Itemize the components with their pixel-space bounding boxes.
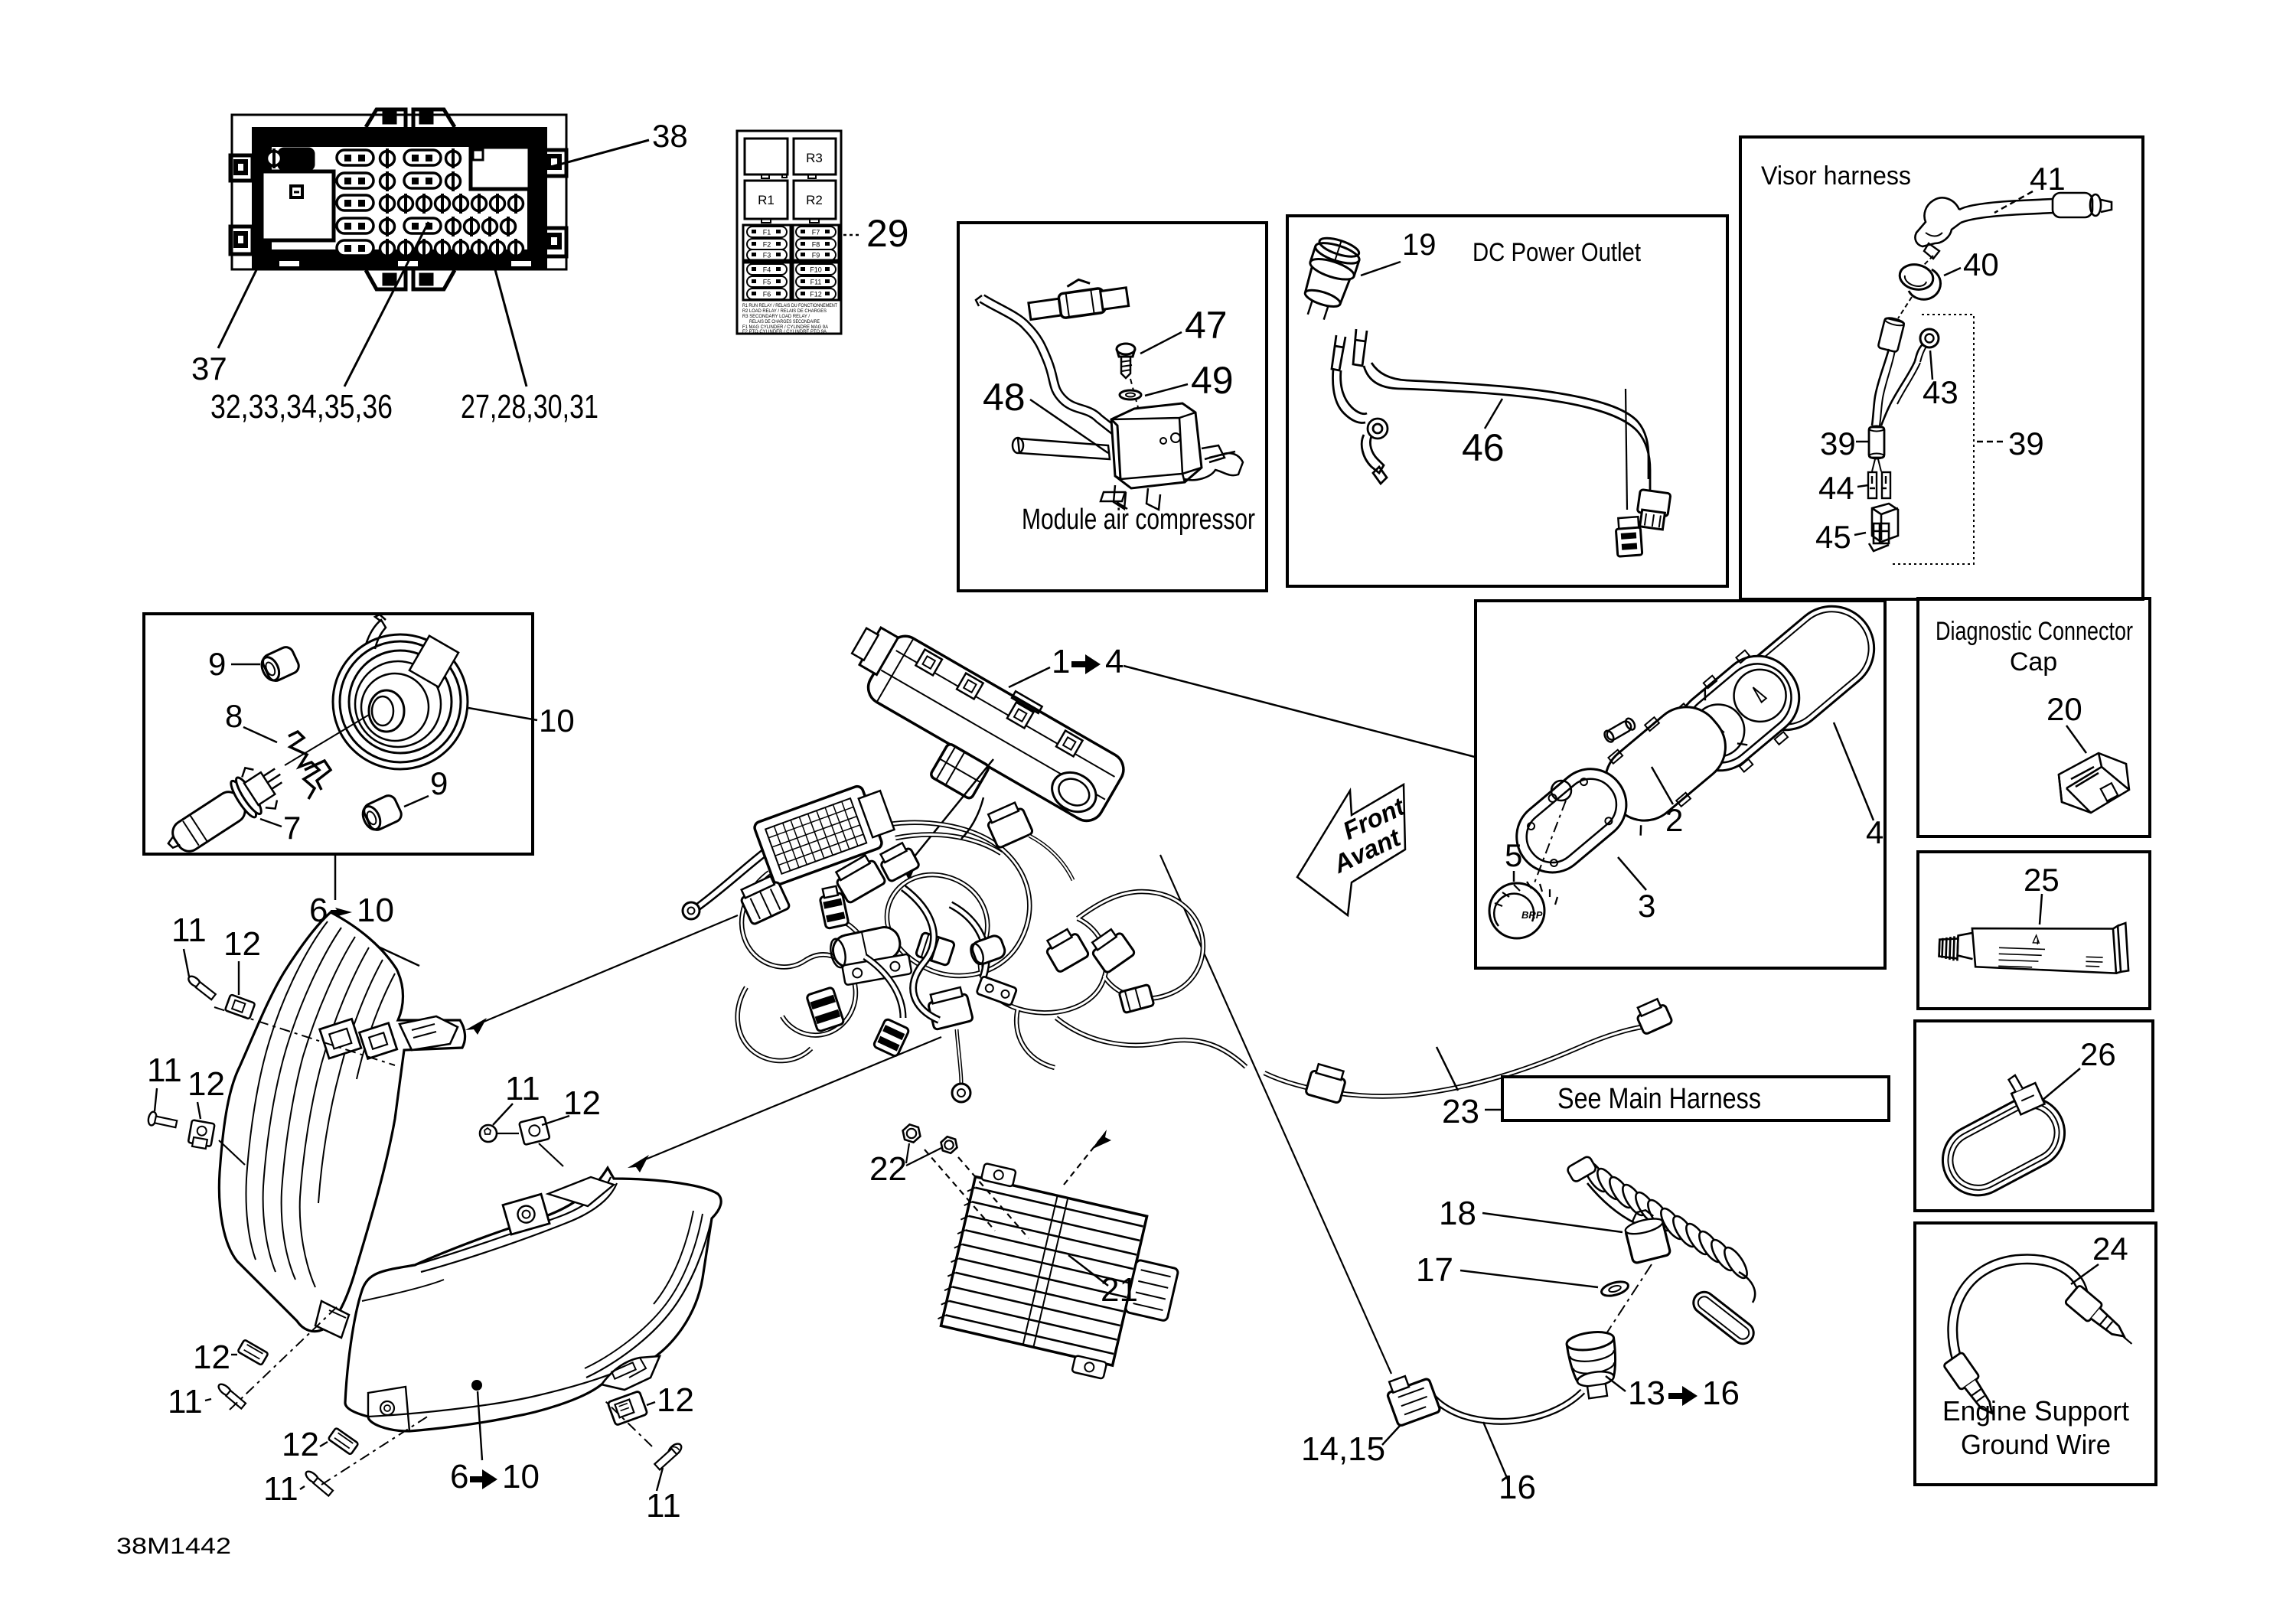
svg-text:1: 1 (1052, 643, 1070, 680)
svg-text:14,15: 14,15 (1301, 1430, 1385, 1468)
svg-text:4: 4 (1105, 643, 1124, 680)
svg-text:39: 39 (2008, 426, 2044, 461)
svg-text:11: 11 (263, 1470, 298, 1508)
svg-text:49: 49 (1191, 359, 1234, 402)
svg-text:R3: R3 (806, 151, 823, 165)
svg-text:47: 47 (1185, 304, 1228, 347)
svg-text:18: 18 (1439, 1195, 1476, 1232)
svg-text:R1 RUN RELAY / RELAIS DU FONC: R1 RUN RELAY / RELAIS DU FONCTIONNEMENT (742, 303, 837, 308)
svg-text:12: 12 (193, 1339, 230, 1376)
svg-text:38M1442: 38M1442 (116, 1534, 231, 1559)
svg-text:5: 5 (1505, 837, 1522, 873)
svg-text:See Main Harness: See Main Harness (1557, 1083, 1761, 1115)
svg-text:41: 41 (2030, 161, 2066, 197)
svg-text:9: 9 (430, 765, 448, 801)
svg-text:F1: F1 (763, 229, 771, 236)
svg-text:Engine Support: Engine Support (1942, 1395, 2129, 1427)
svg-text:29: 29 (866, 212, 909, 255)
svg-text:12: 12 (223, 925, 261, 963)
svg-text:19: 19 (1402, 228, 1437, 262)
svg-text:Visor harness: Visor harness (1761, 161, 1911, 191)
svg-text:23: 23 (1442, 1093, 1479, 1130)
svg-text:32,33,34,35,36: 32,33,34,35,36 (210, 388, 393, 426)
svg-text:12: 12 (563, 1084, 601, 1122)
svg-text:F2 PTO CYLINDER / CYLINDRE PT: F2 PTO CYLINDER / CYLINDRE PTO 9A (742, 329, 827, 334)
svg-text:DC Power Outlet: DC Power Outlet (1473, 238, 1641, 267)
svg-text:7: 7 (283, 810, 301, 846)
svg-text:11: 11 (171, 911, 207, 949)
svg-text:F4: F4 (763, 266, 771, 274)
svg-text:R3 SECONDARY LOAD RELAY /: R3 SECONDARY LOAD RELAY / (742, 314, 810, 319)
svg-text:12: 12 (188, 1065, 225, 1103)
svg-text:43: 43 (1923, 374, 1958, 410)
svg-text:45: 45 (1815, 519, 1851, 555)
svg-text:9: 9 (208, 646, 226, 682)
svg-text:RELAIS DE CHARGES SECONDAIRE: RELAIS DE CHARGES SECONDAIRE (749, 319, 820, 324)
svg-text:8: 8 (225, 698, 243, 734)
svg-text:F1 MAG CYLINDER / CYLINDRE MA: F1 MAG CYLINDER / CYLINDRE MAG 9A (742, 324, 829, 330)
svg-text:10: 10 (357, 892, 394, 929)
svg-text:20: 20 (2047, 691, 2082, 727)
svg-text:3: 3 (1638, 888, 1655, 924)
svg-text:24: 24 (2092, 1231, 2128, 1267)
svg-text:27,28,30,31: 27,28,30,31 (461, 388, 598, 426)
svg-text:44: 44 (1818, 470, 1854, 506)
svg-text:F6: F6 (763, 291, 771, 298)
svg-text:16: 16 (1499, 1469, 1536, 1506)
svg-text:11: 11 (646, 1487, 681, 1525)
svg-text:11: 11 (505, 1070, 540, 1107)
svg-text:6: 6 (450, 1458, 468, 1495)
svg-text:Module air compressor: Module air compressor (1022, 504, 1255, 536)
svg-text:38: 38 (652, 118, 688, 154)
svg-text:F5: F5 (763, 279, 771, 286)
svg-text:F3: F3 (763, 252, 771, 259)
svg-text:F8: F8 (812, 241, 820, 249)
svg-text:Diagnostic Connector: Diagnostic Connector (1936, 617, 2133, 646)
svg-text:F7: F7 (812, 229, 820, 236)
svg-text:BRP: BRP (1521, 909, 1543, 921)
svg-text:10: 10 (502, 1458, 540, 1495)
svg-text:F9: F9 (812, 252, 820, 259)
svg-text:13: 13 (1628, 1375, 1665, 1412)
svg-text:26: 26 (2080, 1036, 2116, 1072)
svg-text:22: 22 (869, 1150, 907, 1188)
svg-text:12: 12 (282, 1426, 319, 1463)
svg-text:Ground Wire: Ground Wire (1961, 1429, 2111, 1460)
svg-text:R2 LOAD RELAY / RELAIS DE CHA: R2 LOAD RELAY / RELAIS DE CHARGES (742, 308, 827, 314)
svg-text:46: 46 (1462, 426, 1505, 469)
svg-text:F10: F10 (810, 266, 822, 274)
svg-text:F11: F11 (810, 279, 822, 286)
svg-text:R2: R2 (806, 193, 823, 207)
svg-text:16: 16 (1702, 1375, 1740, 1412)
svg-text:39: 39 (1820, 426, 1856, 461)
svg-text:11: 11 (147, 1052, 182, 1089)
svg-text:4: 4 (1866, 814, 1883, 850)
svg-text:F2: F2 (763, 241, 771, 249)
svg-text:R1: R1 (758, 193, 775, 207)
svg-text:21: 21 (1101, 1271, 1138, 1309)
svg-text:17: 17 (1416, 1251, 1453, 1289)
svg-text:2: 2 (1665, 802, 1683, 838)
svg-text:11: 11 (168, 1383, 203, 1420)
svg-text:40: 40 (1963, 246, 1999, 282)
svg-text:F12: F12 (810, 291, 822, 298)
svg-text:10: 10 (539, 703, 575, 739)
svg-text:48: 48 (983, 376, 1026, 419)
svg-text:Cap: Cap (2010, 647, 2057, 677)
svg-text:25: 25 (2024, 862, 2060, 898)
svg-text:37: 37 (191, 351, 227, 386)
svg-text:12: 12 (657, 1381, 694, 1419)
